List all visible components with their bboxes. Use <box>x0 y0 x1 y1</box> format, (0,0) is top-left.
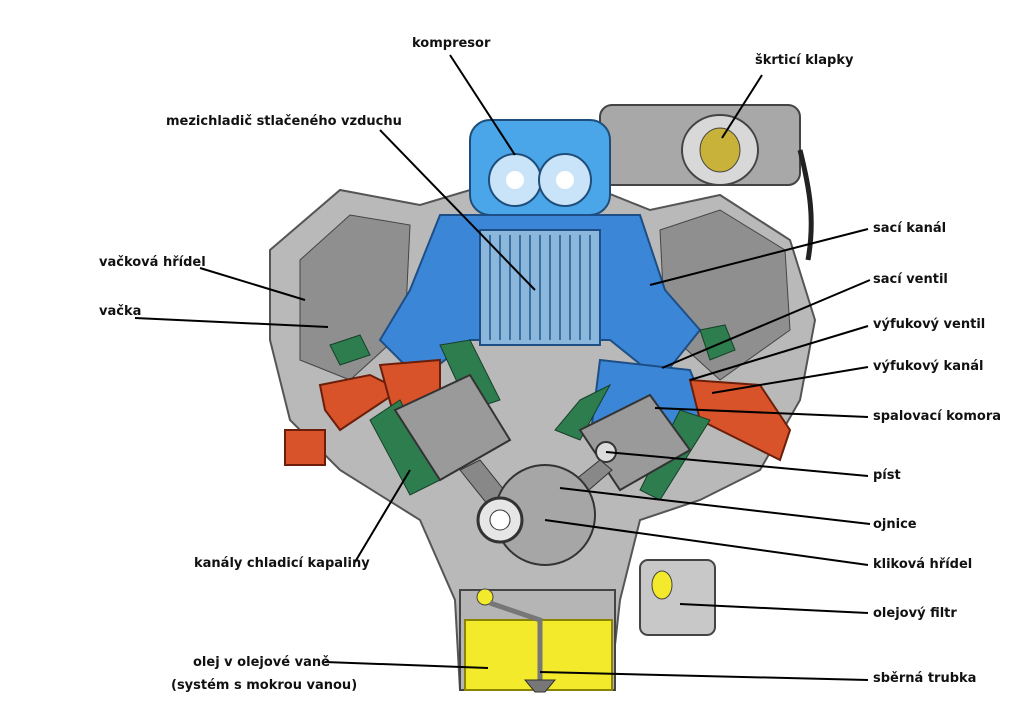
label-intercooler: mezichladič stlačeného vzduchu <box>166 114 402 129</box>
label-throttle: škrticí klapky <box>755 53 854 68</box>
label-kompresor: kompresor <box>412 36 491 51</box>
label-oil-sump-line1: olej v olejové vaně <box>193 655 330 670</box>
compressor <box>469 119 611 216</box>
label-coolant-channels: kanály chladicí kapaliny <box>194 556 370 571</box>
oil-filter <box>639 559 716 636</box>
label-piston: píst <box>873 468 901 483</box>
label-combustion-chamber: spalovací komora <box>873 409 1002 424</box>
throttle-body <box>599 104 814 261</box>
label-camshaft: vačková hřídel <box>99 255 206 270</box>
label-exhaust-valve: výfukový ventil <box>873 317 986 332</box>
label-connecting-rod: ojnice <box>873 517 917 532</box>
label-intake-valve: sací ventil <box>873 272 948 287</box>
label-intake-port: sací kanál <box>873 221 947 236</box>
label-crankshaft: kliková hřídel <box>873 557 973 572</box>
leader-lines <box>134 54 871 681</box>
label-oil-sump-line2: (systém s mokrou vanou) <box>171 678 358 693</box>
label-oil-filter: olejový filtr <box>873 606 957 621</box>
label-exhaust-port: výfukový kanál <box>873 359 984 374</box>
label-pickup-tube: sběrná trubka <box>873 671 977 686</box>
intake-manifold <box>378 214 702 382</box>
oil-pan <box>459 588 616 693</box>
label-cam: vačka <box>99 304 142 319</box>
